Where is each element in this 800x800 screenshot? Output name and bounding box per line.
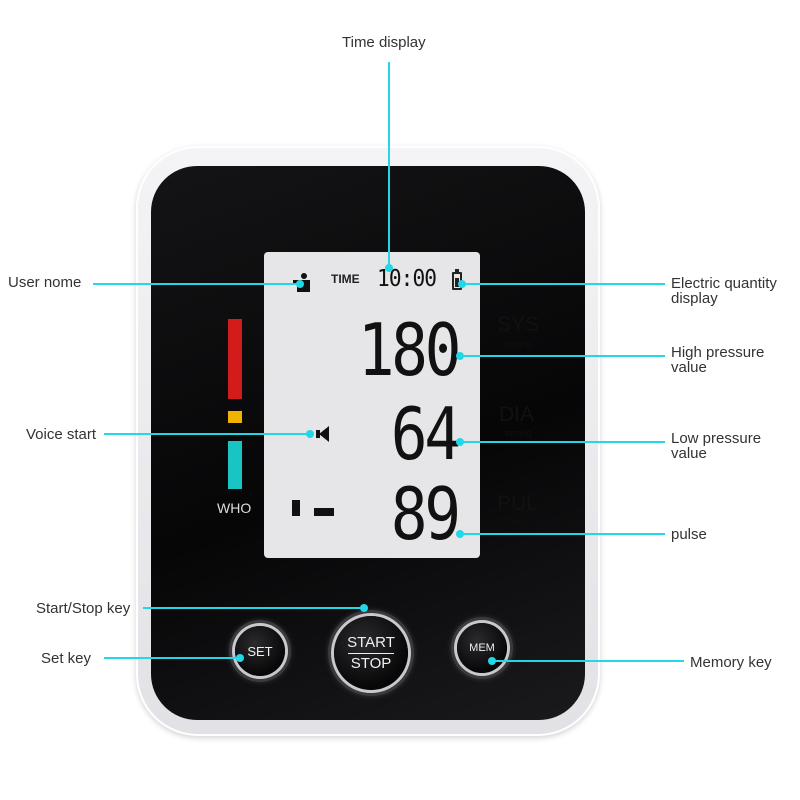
pul-unit: /MIN	[507, 517, 526, 527]
voice-dot	[306, 430, 314, 438]
who-scale-medium-bar	[228, 411, 242, 423]
time-label: TIME	[331, 272, 360, 286]
lcd-screen	[264, 252, 480, 558]
pulse-dot	[456, 530, 464, 538]
who-label: WHO	[217, 500, 252, 516]
label-electric-quantity-2: display	[671, 290, 718, 307]
dia-unit: mmHg	[505, 428, 532, 438]
pul-value: 89	[391, 472, 461, 556]
who-scale-normal-bar	[228, 441, 242, 489]
label-user-nome: User nome	[8, 274, 82, 291]
pul-label: PUL	[497, 492, 538, 515]
battery-dot	[458, 280, 466, 288]
stop-label: STOP	[350, 654, 392, 672]
set-button-label: SET	[247, 643, 273, 659]
dia-label: DIA	[499, 403, 535, 426]
label-low-pressure-1: Low pressure	[671, 430, 762, 447]
time-display-dot	[385, 264, 393, 272]
label-electric-quantity-1: Electric quantity	[671, 275, 777, 292]
sys-value: 180	[357, 308, 462, 392]
low-pressure-dot	[456, 438, 464, 446]
user-dot	[296, 280, 304, 288]
label-start-stop-key: Start/Stop key	[36, 600, 131, 617]
label-voice-start: Voice start	[26, 426, 97, 443]
sys-unit: mmHg	[505, 339, 532, 349]
dia-value: 64	[391, 392, 461, 476]
start-stop-button[interactable]: START STOP	[334, 616, 408, 690]
label-memory-key: Memory key	[690, 654, 772, 671]
speaker-icon	[316, 426, 330, 442]
who-scale-high-bar	[228, 319, 242, 399]
mem-button-label: MEM	[469, 642, 495, 654]
memory-dot	[488, 657, 496, 665]
label-pulse: pulse	[671, 526, 707, 543]
set-dot	[236, 654, 244, 662]
start-stop-divider	[348, 652, 394, 654]
label-high-pressure-1: High pressure	[671, 344, 765, 361]
label-set-key: Set key	[41, 650, 92, 667]
label-low-pressure-2: value	[671, 445, 707, 462]
memory-button[interactable]: MEM	[457, 623, 507, 673]
sys-label: SYS	[497, 313, 540, 336]
set-button[interactable]: SET	[235, 626, 285, 676]
start-stop-dot	[360, 604, 368, 612]
high-pressure-dot	[456, 352, 464, 360]
label-time-display: Time display	[342, 34, 426, 51]
start-label: START	[347, 633, 395, 651]
label-high-pressure-2: value	[671, 359, 707, 376]
